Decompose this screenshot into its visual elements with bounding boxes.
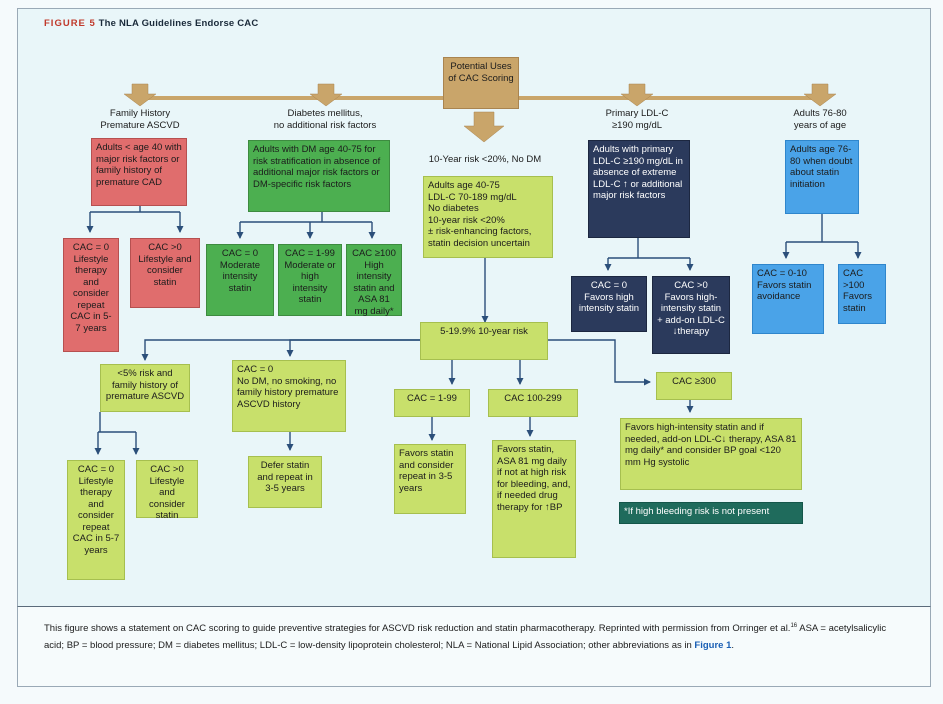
cac-300-out-box: Favors high-intensity statin and if need… — [620, 418, 802, 490]
cac-zero-nodm-box: CAC = 0 No DM, no smoking, no family his… — [232, 360, 346, 432]
header-elderly: Adults 76-80 years of age — [793, 108, 847, 131]
root-box: Potential Uses of CAC Scoring — [443, 57, 519, 109]
header-tenyear: 10-Year risk <20%, No DM — [428, 154, 542, 165]
diabetes-cac-zero-box: CAC = 0 Moderate intensity statin — [206, 244, 274, 316]
tan-arrow-tenyear — [463, 111, 505, 143]
low-risk-box: <5% risk and family history of premature… — [100, 364, 190, 412]
ldl-cac-zero-box: CAC = 0 Favors high intensity statin — [571, 276, 647, 332]
figure-1-link[interactable]: Figure 1 — [694, 640, 732, 652]
tan-arrow-family — [123, 83, 157, 107]
cac-1-99-box: CAC = 1-99 — [394, 389, 470, 417]
figure-title-text: The NLA Guidelines Endorse CAC — [98, 18, 259, 29]
elderly-cac-low-box: CAC = 0-10 Favors statin avoidance — [752, 264, 824, 334]
figure-title: FIGURE 5 The NLA Guidelines Endorse CAC — [44, 18, 258, 29]
defer-statin-box: Defer statin and repeat in 3-5 years — [248, 456, 322, 508]
cac-300-box: CAC ≥300 — [656, 372, 732, 400]
tan-arrow-ldl — [620, 83, 654, 107]
family-cac-positive-box: CAC >0 Lifestyle and consider statin — [130, 238, 200, 308]
header-ldl: Primary LDL-C ≥190 mg/dL — [605, 108, 669, 131]
footnote-box: *If high bleeding risk is not present — [619, 502, 803, 524]
diabetes-cac-high-box: CAC ≥100 High intensity statin and ASA 8… — [346, 244, 402, 317]
diabetes-criteria-box: Adults with DM age 40-75 for risk strati… — [248, 140, 390, 212]
low-risk-cac-positive-box: CAC >0 Lifestyle and consider statin — [136, 460, 198, 521]
figure-caption: This figure shows a statement on CAC sco… — [44, 618, 902, 654]
caption-text-before: This figure shows a statement on CAC sco… — [44, 623, 791, 635]
tenyear-criteria-box: Adults age 40-75 LDL-C 70-189 mg/dL No d… — [423, 176, 553, 258]
header-family: Family History Premature ASCVD — [100, 108, 180, 131]
tan-arrow-diabetes — [309, 83, 343, 107]
caption-panel — [17, 606, 931, 687]
cac-1-99-out-box: Favors statin and consider repeat in 3-5… — [394, 444, 466, 514]
elderly-cac-high-box: CAC >100 Favors statin — [838, 264, 886, 324]
low-risk-cac-zero-box: CAC = 0 Lifestyle therapy and consider r… — [67, 460, 125, 580]
cac-100-299-out-box: Favors statin, ASA 81 mg daily if not at… — [492, 440, 576, 558]
header-diabetes: Diabetes mellitus, no additional risk fa… — [273, 108, 377, 131]
diabetes-cac-mid-box: CAC = 1-99 Moderate or high intensity st… — [278, 244, 342, 316]
tan-arrow-elderly — [803, 83, 837, 107]
caption-end: . — [731, 640, 734, 652]
caption-text-after: ASA = acetylsalicylic acid; BP = blood p… — [44, 623, 887, 652]
cac-100-299-box: CAC 100-299 — [488, 389, 578, 417]
family-cac-zero-box: CAC = 0 Lifestyle therapy and consider r… — [63, 238, 119, 352]
family-criteria-box: Adults < age 40 with major risk factors … — [91, 138, 187, 206]
figure-label: FIGURE 5 — [44, 18, 96, 29]
elderly-criteria-box: Adults age 76-80 when doubt about statin… — [785, 140, 859, 214]
mid-risk-box: 5-19.9% 10-year risk — [420, 322, 548, 360]
ldl-criteria-box: Adults with primary LDL-C ≥190 mg/dL in … — [588, 140, 690, 238]
ldl-cac-positive-box: CAC >0 Favors high-intensity statin + ad… — [652, 276, 730, 354]
caption-ref-number: 16 — [790, 623, 798, 629]
